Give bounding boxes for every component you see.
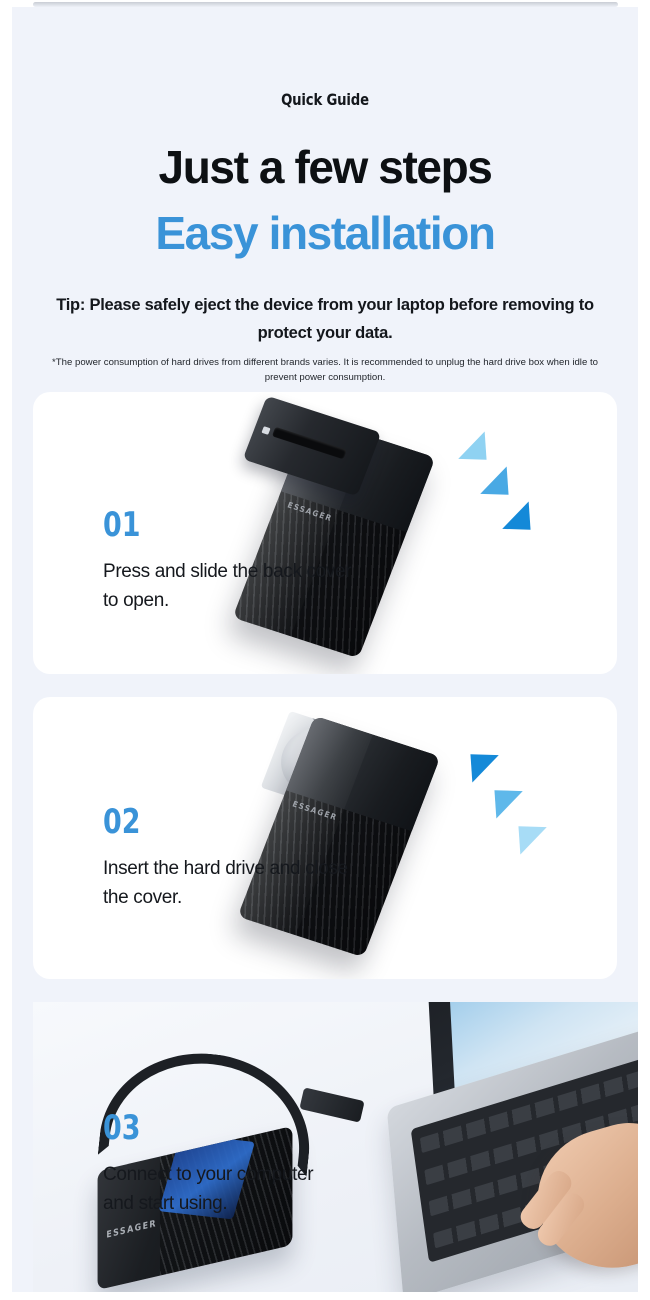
device-illustration-01: ESSAGER [228, 395, 544, 660]
brand-label: ESSAGER [106, 1219, 157, 1242]
power-disclaimer: *The power consumption of hard drives fr… [52, 357, 598, 383]
arrow-chevron-icon [505, 812, 547, 855]
arrow-chevron-icon [502, 501, 544, 544]
device-illustration-02: ESSAGER [233, 699, 547, 961]
arrow-chevron-icon [481, 776, 523, 819]
usb-c-plug [299, 1087, 365, 1123]
cover-slot [271, 427, 347, 460]
safety-tip: Tip: Please safely eject the device from… [56, 296, 594, 342]
page-title-line1: Just a few steps [158, 141, 493, 193]
page-kicker: Quick Guide [281, 90, 369, 109]
hdd-enclosure-icon: ESSAGER [237, 715, 441, 958]
step-card-01: ESSAGER 01 Press and slide the back cove… [33, 392, 617, 674]
guide-content-panel: Quick Guide Just a few steps Easy instal… [12, 7, 638, 1292]
step-number-01: 01 [103, 505, 141, 545]
step-description-01: Press and slide the back cover to open. [103, 561, 352, 611]
arrow-chevron-icon [458, 431, 500, 474]
cover-indicator-dot [261, 426, 271, 435]
step-card-02: ESSAGER 02 Insert the hard drive and clo… [33, 697, 617, 979]
back-cover-open-icon [242, 395, 382, 497]
page-title-line2: Easy installation [155, 207, 496, 259]
step-number-03: 03 [103, 1108, 141, 1148]
arrow-chevron-icon [480, 466, 522, 509]
step-description-03: Connect to your computer and start using… [103, 1164, 314, 1214]
arrow-chevron-icon [457, 740, 499, 783]
step-description-02: Insert the hard drive and close the cove… [103, 858, 348, 908]
step-number-02: 02 [103, 802, 141, 842]
top-section-divider [33, 2, 618, 7]
step-card-03: ESSAGER 03 Connect to your computer and … [33, 1002, 638, 1292]
